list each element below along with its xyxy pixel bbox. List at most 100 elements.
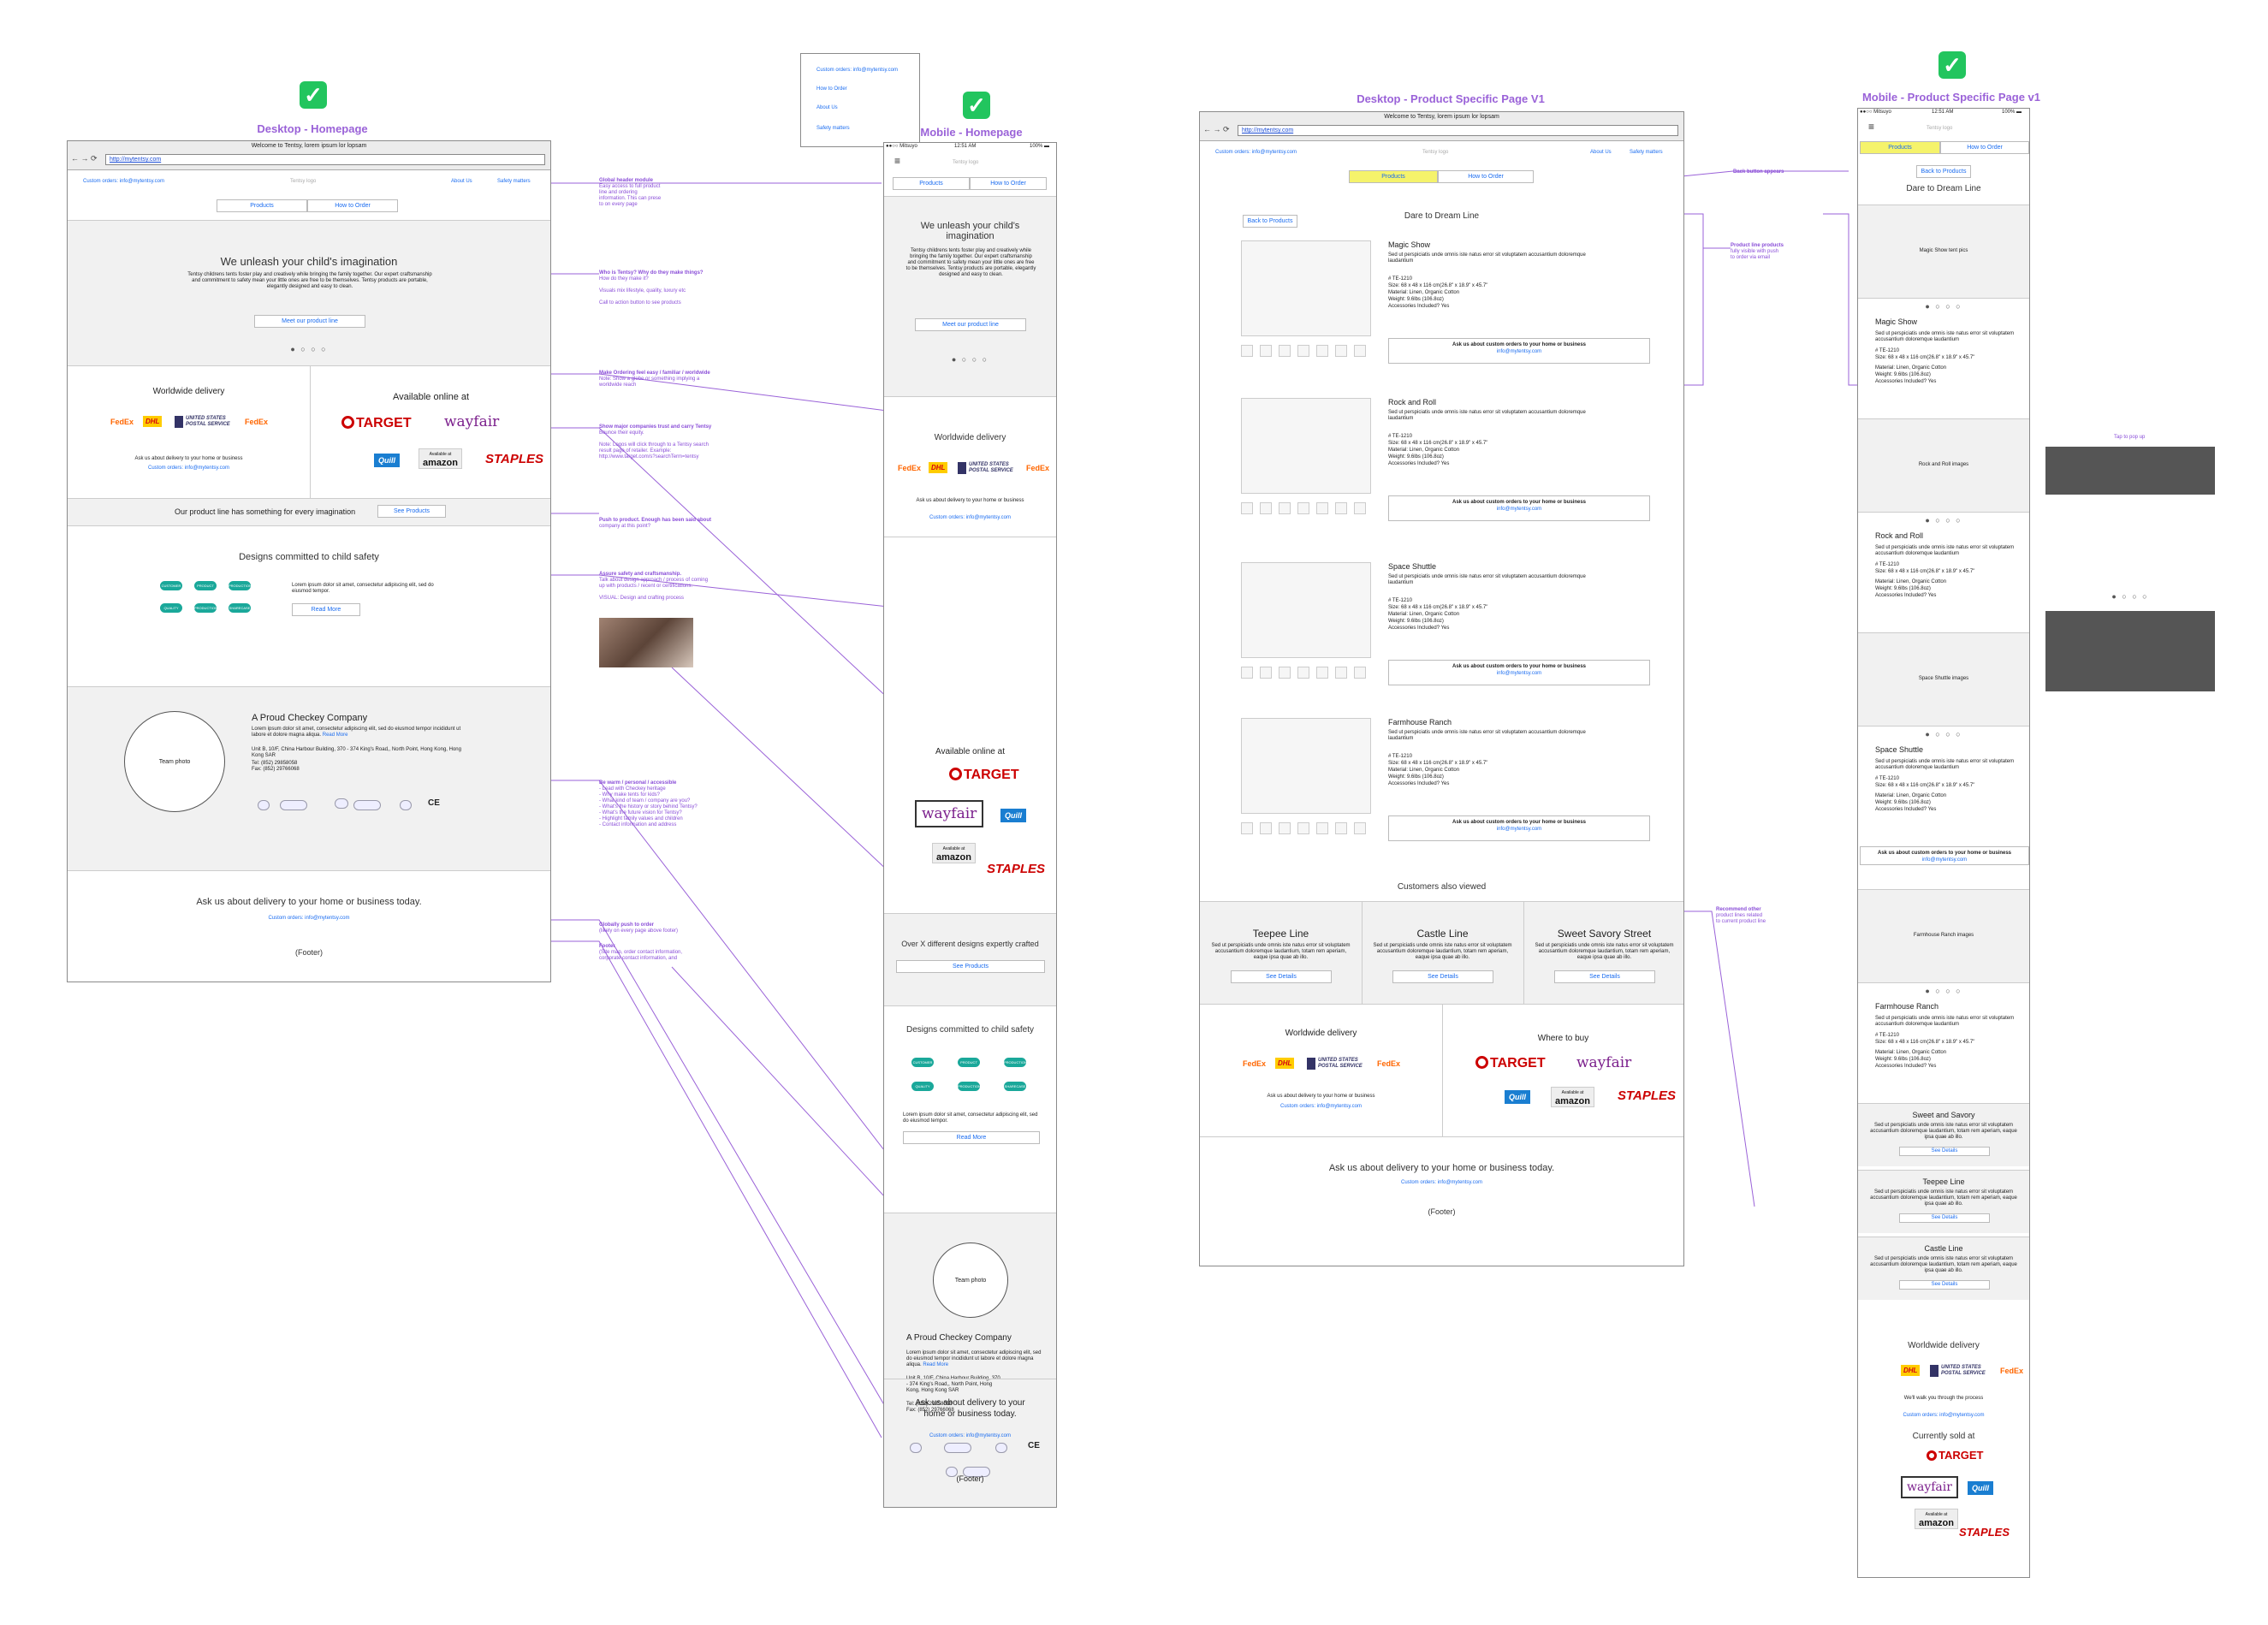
product-thumb[interactable] (1354, 667, 1366, 679)
fedex-logo[interactable]: FedEx (898, 464, 922, 472)
product-thumb[interactable] (1260, 345, 1272, 357)
staples-logo[interactable]: STAPLES (1959, 1526, 2010, 1539)
company-read-more-link[interactable]: Read More (322, 732, 348, 738)
product-image[interactable] (1241, 562, 1371, 658)
company-read-more-link[interactable]: Read More (923, 1362, 949, 1367)
usps-logo[interactable]: UNITED STATES POSTAL SERVICE (175, 416, 235, 428)
footer-custom-link[interactable]: Custom orders: info@mytentsy.com (929, 1433, 1011, 1438)
meet-product-line-button[interactable]: Meet our product line (915, 318, 1026, 331)
delivery-custom-link[interactable]: Custom orders: info@mytentsy.com (929, 515, 1011, 520)
image-popup-overlay[interactable]: ● ○ ○ ○ (2045, 447, 2215, 691)
usps-logo[interactable]: UNITED STATES POSTAL SERVICE (958, 462, 1018, 474)
product-image[interactable] (1241, 398, 1371, 494)
product-thumb[interactable] (1316, 667, 1328, 679)
custom-orders-link[interactable]: Custom orders: info@mytentsy.com (1215, 150, 1297, 155)
about-link[interactable]: About Us (451, 179, 472, 184)
email-link[interactable]: info@mytentsy.com (1496, 671, 1542, 676)
quill-logo[interactable]: Quill (1000, 809, 1026, 822)
target-logo[interactable]: TARGET (1475, 1056, 1546, 1071)
see-details-button[interactable]: See Details (1899, 1213, 1990, 1223)
product-thumb[interactable] (1260, 667, 1272, 679)
safety-link[interactable]: Safety matters (1630, 150, 1663, 155)
product-image[interactable]: Magic Show tent pics (1858, 205, 2029, 299)
dhl-logo[interactable]: DHL (1901, 1365, 1921, 1376)
product-thumb[interactable] (1335, 667, 1347, 679)
product-thumb[interactable] (1279, 822, 1291, 834)
browser-nav-icon[interactable]: ← → ⟳ (1203, 125, 1230, 133)
about-link[interactable]: About Us (1590, 150, 1612, 155)
safety-read-more-button[interactable]: Read More (292, 603, 360, 616)
product-thumb[interactable] (1279, 345, 1291, 357)
product-thumb[interactable] (1297, 345, 1309, 357)
menu-item[interactable]: How to Order (816, 86, 847, 92)
ask-custom-order-box[interactable]: Ask us about custom orders to your home … (1388, 815, 1650, 841)
fedex-logo-2[interactable]: FedEx (1026, 464, 1050, 472)
product-thumb[interactable] (1335, 822, 1347, 834)
safety-link[interactable]: Safety matters (497, 179, 531, 184)
ask-custom-order-box[interactable]: Ask us about custom orders to your home … (1388, 495, 1650, 521)
tab-how-to-order[interactable]: How to Order (1940, 141, 2029, 154)
hamburger-menu-icon[interactable]: ≡ (1868, 121, 1875, 133)
see-products-button[interactable]: See Products (896, 960, 1045, 973)
ask-custom-order-box[interactable]: Ask us about custom orders to your home … (1388, 338, 1650, 364)
quill-logo[interactable]: Quill (1968, 1481, 1993, 1495)
tab-products[interactable]: Products (1349, 170, 1438, 183)
footer-custom-link[interactable]: Custom orders: info@mytentsy.com (268, 916, 350, 921)
hamburger-menu-icon[interactable]: ≡ (894, 155, 901, 167)
see-products-button[interactable]: See Products (377, 505, 446, 518)
tab-how-to-order[interactable]: How to Order (970, 177, 1047, 190)
tab-products[interactable]: Products (217, 199, 307, 212)
product-thumb[interactable] (1316, 345, 1328, 357)
email-link[interactable]: info@mytentsy.com (1921, 857, 1968, 863)
footer-custom-link[interactable]: Custom orders: info@mytentsy.com (1400, 1180, 1482, 1185)
product-thumb[interactable] (1335, 345, 1347, 357)
wayfair-logo[interactable]: wayfair (915, 800, 984, 827)
product-thumb[interactable] (1297, 822, 1309, 834)
see-details-button[interactable]: See Details (1231, 970, 1332, 983)
wayfair-logo[interactable]: wayfair (1576, 1054, 1632, 1071)
menu-item[interactable]: About Us (816, 105, 838, 110)
product-image[interactable] (1241, 240, 1371, 336)
wayfair-logo[interactable]: wayfair (1901, 1476, 1958, 1498)
product-thumb[interactable] (1354, 345, 1366, 357)
product-image[interactable]: Farmhouse Ranch images (1858, 889, 2029, 983)
dhl-logo[interactable]: DHL (143, 416, 163, 427)
product-thumb[interactable] (1241, 502, 1253, 514)
staples-logo[interactable]: STAPLES (1618, 1088, 1677, 1103)
browser-url[interactable]: http://mytentsy.com (105, 154, 545, 165)
see-details-button[interactable]: See Details (1554, 970, 1655, 983)
dhl-logo[interactable]: DHL (929, 462, 948, 473)
safety-read-more-button[interactable]: Read More (903, 1131, 1040, 1144)
product-carousel-dots[interactable]: ● ○ ○ ○ (1925, 730, 1962, 738)
hero-carousel-dots[interactable]: ● ○ ○ ○ (951, 355, 989, 364)
product-thumb[interactable] (1241, 667, 1253, 679)
usps-logo[interactable]: UNITED STATES POSTAL SERVICE (1307, 1058, 1367, 1070)
product-thumb[interactable] (1316, 822, 1328, 834)
menu-item[interactable]: Custom orders: info@mytentsy.com (816, 68, 899, 73)
product-thumb[interactable] (1279, 502, 1291, 514)
product-carousel-dots[interactable]: ● ○ ○ ○ (1925, 987, 1962, 995)
product-thumb[interactable] (1354, 822, 1366, 834)
wayfair-logo[interactable]: wayfair (444, 413, 500, 430)
tab-how-to-order[interactable]: How to Order (307, 199, 398, 212)
staples-logo[interactable]: STAPLES (987, 862, 1046, 876)
product-image[interactable] (1241, 718, 1371, 814)
product-image[interactable]: Rock and Roll images (1858, 418, 2029, 513)
fedex-logo[interactable]: FedEx (1243, 1059, 1267, 1068)
meet-product-line-button[interactable]: Meet our product line (254, 315, 365, 328)
target-logo[interactable]: TARGET (949, 768, 1019, 783)
product-thumb[interactable] (1241, 822, 1253, 834)
menu-item[interactable]: Safety matters (816, 126, 850, 131)
product-thumb[interactable] (1279, 667, 1291, 679)
product-thumb[interactable] (1260, 502, 1272, 514)
fedex-logo-2[interactable]: FedEx (245, 418, 269, 426)
tab-how-to-order[interactable]: How to Order (1438, 170, 1534, 183)
product-thumb[interactable] (1316, 502, 1328, 514)
email-link[interactable]: info@mytentsy.com (1496, 827, 1542, 832)
email-link[interactable]: info@mytentsy.com (1496, 507, 1542, 512)
product-thumb[interactable] (1335, 502, 1347, 514)
